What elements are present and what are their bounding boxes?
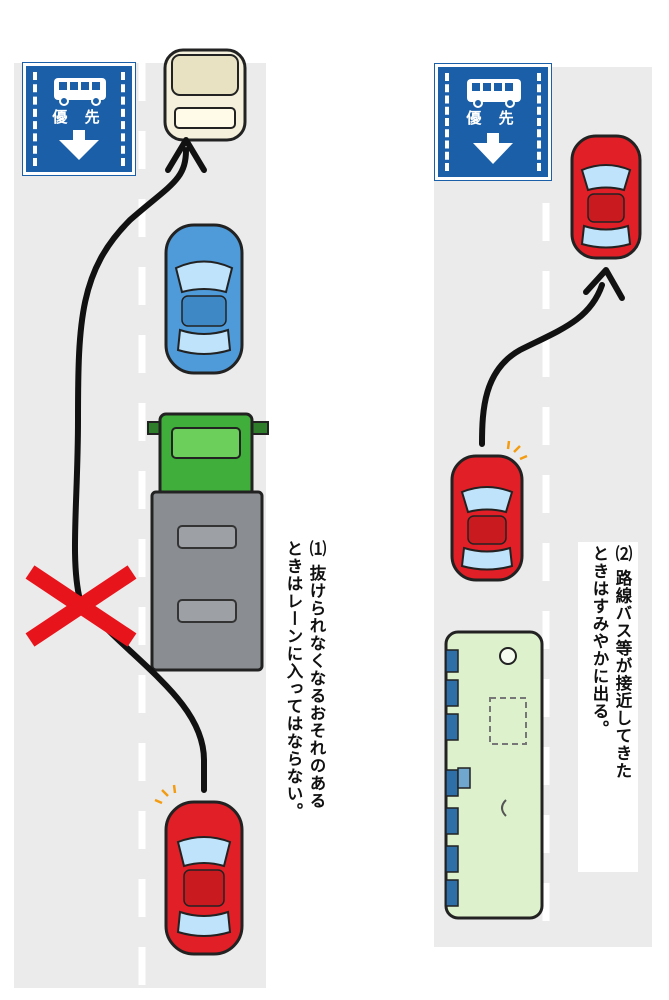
bus-priority-sign-right: 優 先 [435,64,551,180]
bus-priority-sign-left: 優 先 [23,63,135,175]
blue-car [164,223,244,375]
caption-1-line2: ときはレーンに入ってはならない。 [284,540,303,820]
caption-2-line1: ⑵ 路線バス等が接近してきた [613,545,632,780]
truck [147,412,269,672]
caption-2-line2: ときはすみやかに出る。 [590,545,609,738]
caption-1: ⑴ 抜けられなくなるおそれのある ときはレーンに入ってはならない。 [282,540,328,900]
arrow-down-icon [473,133,513,164]
bus [444,630,544,920]
sign-border [33,72,125,166]
left-path-arrow [71,147,207,793]
red-car-right-bottom [450,440,528,582]
sign-label: 優 先 [466,109,520,127]
right-arrowhead [583,267,625,301]
right-path-arrow [479,282,605,447]
bus-icon [54,78,106,106]
caption-2: ⑵ 路線バス等が接近してきた ときはすみやかに出る。 [588,545,634,865]
red-car-left [154,784,244,956]
red-car-right-top [570,134,642,260]
bus-icon [467,79,521,108]
sign-label: 優 先 [52,108,106,126]
prohibited-cross-icon [25,565,137,647]
caption-2-background [578,542,638,872]
sign-border [445,73,541,171]
caption-1-line1: ⑴ 抜けられなくなるおそれのある [307,540,326,810]
white-car [163,48,247,142]
arrow-down-icon [59,130,99,160]
left-arrowhead [165,137,207,173]
